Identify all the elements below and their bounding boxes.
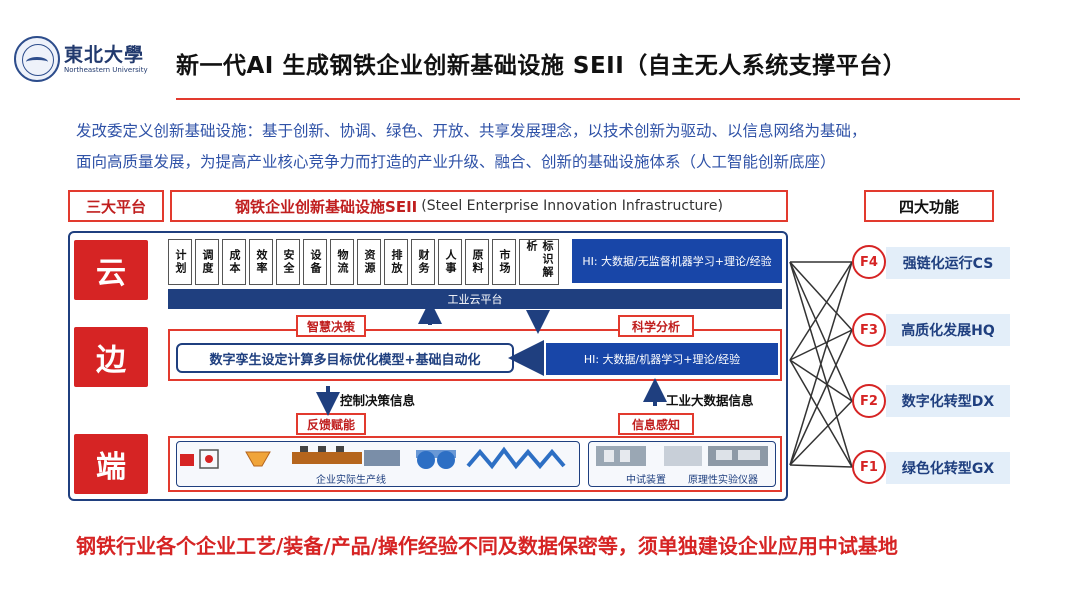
scientific-analysis-tag: 科学分析 — [618, 315, 694, 337]
module-cell: 成本 — [222, 239, 246, 285]
tier-end: 端 — [74, 434, 148, 494]
module-cell: 排放 — [384, 239, 408, 285]
title-divider — [176, 98, 1020, 100]
function-f1-badge: F1 — [852, 450, 886, 484]
tier-cloud: 云 — [74, 240, 148, 300]
university-name: 東北大學 — [64, 44, 145, 66]
module-cell: 人事 — [438, 239, 462, 285]
slide-title: 新一代AI 生成钢铁企业创新基础设施 SEII（自主无人系统支撑平台） — [176, 53, 907, 79]
module-cell: 财务 — [411, 239, 435, 285]
tier-edge: 边 — [74, 327, 148, 387]
module-cell: 市场 — [492, 239, 516, 285]
university-english-name: Northeastern University — [64, 66, 148, 74]
function-f4-label: 强链化运行CS — [886, 247, 1010, 279]
module-cell: 效率 — [249, 239, 273, 285]
function-f1-label: 绿色化转型GX — [886, 452, 1010, 484]
intro-line-1: 发改委定义创新基础设施：基于创新、协调、绿色、开放、共享发展理念，以技术创新为驱… — [76, 122, 867, 140]
conclusion-text: 钢铁行业各个企业工艺/装备/产品/操作经验不同及数据保密等，须单独建设企业应用中… — [76, 534, 898, 558]
connection-lines — [789, 261, 853, 468]
function-f4-badge: F4 — [852, 245, 886, 279]
function-f3-badge: F3 — [852, 313, 886, 347]
infrastructure-label: 钢铁企业创新基础设施SEII (Steel Enterprise Innovat… — [170, 190, 788, 222]
production-line-label: 企业实际生产线 — [316, 475, 386, 486]
edge-panel — [168, 329, 782, 381]
infrastructure-label-en: (Steel Enterprise Innovation Infrastruct… — [421, 198, 723, 214]
university-logo — [14, 36, 60, 82]
module-cell: 物流 — [330, 239, 354, 285]
function-f3-label: 高质化发展HQ — [886, 314, 1010, 346]
control-decision-info-label: 控制决策信息 — [340, 393, 416, 408]
four-functions-label: 四大功能 — [864, 190, 994, 222]
module-cell: 安全 — [276, 239, 300, 285]
function-f2-label: 数字化转型DX — [886, 385, 1010, 417]
edge-hi-panel: HI: 大数据/机器学习+理论/经验 — [546, 343, 778, 375]
module-cell: 调度 — [195, 239, 219, 285]
module-cell: 设备 — [303, 239, 327, 285]
module-cell: 标识解析 — [519, 239, 559, 285]
industrial-big-data-label: 工业大数据信息 — [666, 393, 754, 408]
function-f2-badge: F2 — [852, 384, 886, 418]
end-panel — [168, 436, 782, 492]
module-cell: 资源 — [357, 239, 381, 285]
pilot-device-label: 中试装置 — [626, 475, 666, 486]
industrial-cloud-platform-bar: 工业云平台 — [168, 289, 782, 309]
cloud-hi-panel: HI: 大数据/无监督机器学习+理论/经验 — [572, 239, 782, 283]
instrument-label: 原理性实验仪器 — [688, 475, 758, 486]
intro-line-2: 面向高质量发展，为提高产业核心竞争力而打造的产业升级、融合、创新的基础设施体系（… — [76, 153, 836, 171]
infrastructure-label-cn: 钢铁企业创新基础设施SEII — [235, 197, 418, 216]
info-perception-tag: 信息感知 — [618, 413, 694, 435]
pilot-device-icons — [596, 446, 768, 466]
three-platforms-label: 三大平台 — [68, 190, 164, 222]
production-equipment-icons — [180, 446, 566, 470]
module-row: 计划 调度 成本 效率 安全 设备 物流 资源 排放 财务 人事 原料 市场 标… — [168, 239, 559, 285]
module-cell: 计划 — [168, 239, 192, 285]
module-cell: 原料 — [465, 239, 489, 285]
smart-decision-tag: 智慧决策 — [296, 315, 366, 337]
